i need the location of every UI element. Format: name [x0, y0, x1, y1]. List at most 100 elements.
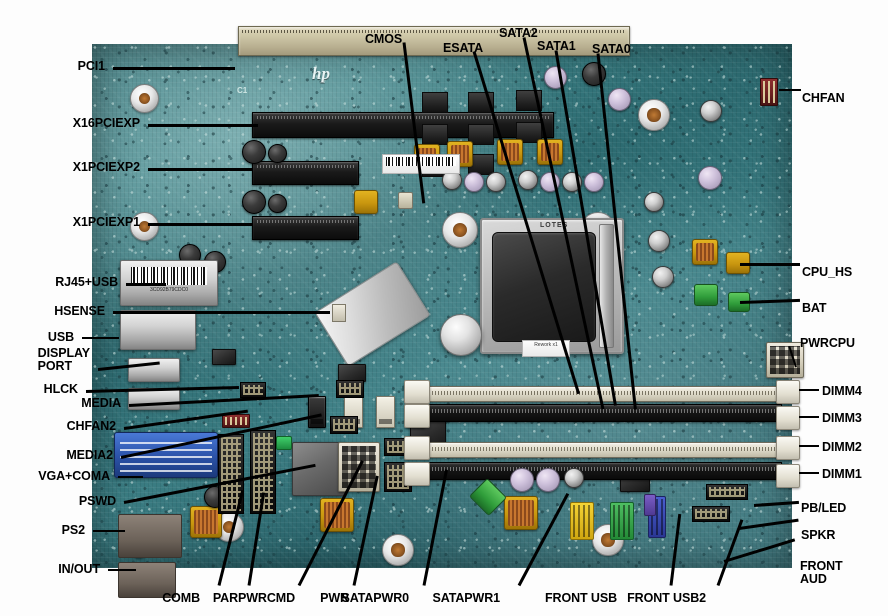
dimm-clip: [404, 436, 430, 460]
callout-label-line: DISPLAY: [37, 346, 90, 360]
dimm1-slot: [422, 462, 782, 480]
leader-line-dimm4: [799, 389, 819, 392]
callout-label-vgacoma: VGA+COMA: [38, 469, 110, 483]
capacitor: [644, 192, 664, 212]
callout-label-esata: ESATA: [443, 41, 484, 55]
callout-label-spkr: SPKR: [801, 528, 836, 542]
mounting-hole: [442, 212, 478, 248]
vrm-mosfet: [468, 124, 494, 145]
callout-label-pswd: PSWD: [78, 494, 116, 508]
io-barcode: [131, 267, 207, 285]
sata1-connector: [376, 396, 395, 428]
callout-label-sata1: SATA1: [537, 39, 576, 53]
callout-label-media: MEDIA: [81, 396, 121, 410]
dimm2-slot: [422, 442, 782, 458]
cmos-battery: [440, 314, 482, 356]
callout-label-media2: MEDIA2: [66, 448, 113, 462]
callout-label-dimm4: DIMM4: [822, 384, 862, 398]
capacitor: [464, 172, 484, 192]
cmos-jumper: [398, 192, 413, 209]
pswd-jumper: [276, 436, 292, 450]
callout-label-usb: USB: [47, 330, 74, 344]
hlck-header: [240, 382, 266, 398]
front-usb2-connector: [610, 502, 634, 540]
capacitor: [652, 266, 674, 288]
cpu-socket: LOTES: [480, 218, 624, 354]
callout-label-cpu_hs: CPU_HS: [802, 265, 853, 279]
capacitor: [584, 172, 604, 192]
dimm-clip: [776, 436, 800, 460]
leader-line-chfan: [779, 89, 801, 92]
callout-label-chfan: CHFAN: [802, 91, 845, 105]
callout-label-dimm1: DIMM1: [822, 467, 862, 481]
callout-label-pwrcmd: PWRCMD: [237, 591, 295, 605]
leader-line-x16pciexp: [148, 124, 258, 127]
callout-label-sata0: SATA0: [592, 42, 631, 56]
pci1-slot: [238, 26, 630, 56]
mounting-hole: [130, 212, 159, 241]
leader-line-rj45usb: [126, 283, 166, 286]
leader-line-inout: [108, 569, 136, 572]
vga-port: [114, 432, 218, 478]
leader-line-x1pciexp1: [148, 223, 253, 226]
leader-line-usb: [82, 337, 119, 340]
vrm-choke: [692, 239, 718, 265]
rj45-usb-port: 3CD92B79CDC0: [120, 260, 218, 306]
capacitor: [608, 88, 631, 111]
power-choke: [190, 506, 222, 538]
c1-silk: C1: [237, 86, 248, 95]
x1pciexp2-slot: [252, 161, 359, 185]
callout-label-comb: COMB: [162, 591, 200, 605]
capacitor: [242, 190, 266, 214]
capacitor: [510, 468, 534, 492]
chfan-header: [760, 78, 778, 106]
pbled-header: [706, 484, 748, 500]
callout-label-frontusb2: FRONT USB2: [627, 591, 706, 605]
pwrcpu-connector: [766, 342, 804, 378]
callout-label-dimm2: DIMM2: [822, 440, 862, 454]
callout-label-par: PAR: [212, 591, 238, 605]
leader-line-pci1: [113, 67, 235, 70]
callout-label-sata2: SATA2: [499, 26, 538, 40]
capacitor: [486, 172, 506, 192]
capacitor: [564, 468, 584, 488]
callout-label-x16pciexp: X16PCIEXP: [72, 116, 140, 130]
media-header: [336, 380, 364, 398]
x1pciexp1-slot: [252, 216, 359, 240]
vrm-mosfet: [516, 122, 542, 143]
callout-label-line: FRONT: [800, 559, 843, 573]
callout-label-chfan2: CHFAN2: [66, 419, 117, 433]
front-aud-connector-2: [644, 494, 656, 516]
capacitor: [268, 194, 287, 213]
power-choke: [504, 496, 538, 530]
callout-label-cmos: CMOS: [365, 32, 403, 46]
capacitor: [648, 230, 670, 252]
callout-label-pbled: PB/LED: [801, 501, 847, 515]
power-choke: [320, 498, 354, 532]
chfan2-header: [222, 414, 250, 428]
mounting-hole: [638, 99, 670, 131]
callout-label-pwr: PWR: [320, 591, 349, 605]
capacitor: [518, 170, 538, 190]
callout-label-x1pciexp1: X1PCIEXP1: [72, 215, 140, 229]
callout-label-inout: IN/OUT: [58, 562, 100, 576]
vrm-mosfet: [422, 124, 448, 145]
capacitor: [536, 468, 560, 492]
dimm-clip: [404, 380, 430, 404]
callout-label-line: AUD: [800, 572, 827, 586]
hsense-header: [332, 304, 346, 322]
mounting-hole: [130, 84, 159, 113]
usb-port: [120, 310, 196, 350]
callout-label-line: PORT: [37, 359, 72, 373]
leader-line-hsense: [113, 311, 330, 314]
leader-line-x1pciexp2: [148, 168, 253, 171]
front-usb-connector: [570, 502, 594, 540]
io-barcode-text: 3CD92B79CDC0: [149, 287, 189, 293]
x16pciexp-slot: [252, 112, 554, 138]
audio-inout-port: [118, 562, 176, 598]
capacitor: [268, 144, 287, 163]
dimm-clip: [404, 404, 430, 428]
